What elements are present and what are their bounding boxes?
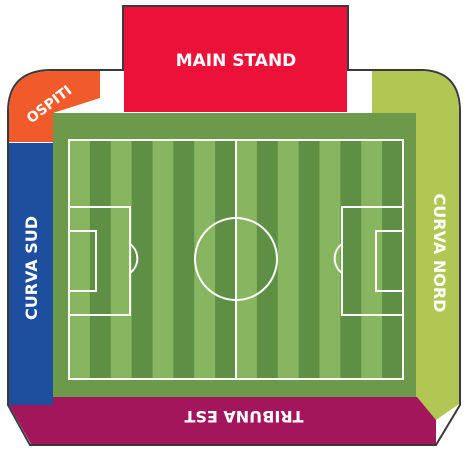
pitch-stripe xyxy=(215,140,237,379)
curva-nord-label: CURVA NORD xyxy=(430,194,449,313)
tribuna-est-block[interactable] xyxy=(9,397,436,444)
pitch-stripe xyxy=(319,140,341,379)
penalty-arc-left xyxy=(129,243,139,274)
pitch-stripe xyxy=(236,140,258,379)
pitch-stripe xyxy=(361,140,383,379)
pitch-stripe xyxy=(173,140,195,379)
pitch-stripes xyxy=(69,140,404,379)
curva-nord-block[interactable] xyxy=(372,71,459,420)
curva-sud-block[interactable] xyxy=(9,143,53,405)
section-curva-sud[interactable]: CURVA SUD xyxy=(9,143,53,405)
pitch-stripe xyxy=(382,140,404,379)
tribuna-est-label: TRIBUNA EST xyxy=(184,407,303,426)
stadium-outline xyxy=(7,5,461,446)
goal-area-left xyxy=(68,230,97,292)
ospiti-block[interactable] xyxy=(9,71,100,142)
pitch-stripe xyxy=(131,140,153,379)
pitch-stripe xyxy=(298,140,320,379)
section-tribuna-est[interactable]: TRIBUNA EST xyxy=(9,397,436,444)
pitch-stripe xyxy=(110,140,132,379)
section-ospiti[interactable]: OSPITI xyxy=(9,71,100,142)
penalty-arc-right xyxy=(333,243,343,274)
section-main-stand[interactable]: MAIN STAND xyxy=(124,7,347,112)
pitch-stripe xyxy=(89,140,112,379)
center-circle xyxy=(194,217,278,301)
pitch-stripe xyxy=(340,140,362,379)
pitch-markings xyxy=(68,139,404,380)
section-curva-nord[interactable]: CURVA NORD xyxy=(372,71,459,420)
pitch-stripe xyxy=(277,140,299,379)
goal-area-right xyxy=(375,230,404,292)
curva-sud-label: CURVA SUD xyxy=(22,216,41,320)
main-stand-block[interactable] xyxy=(124,7,347,112)
pitch-stripe xyxy=(69,140,91,379)
pitch-stripe xyxy=(194,140,216,379)
pitch-stripe xyxy=(152,140,174,379)
main-stand-label: MAIN STAND xyxy=(176,51,297,71)
pitch-stripe xyxy=(256,140,279,379)
